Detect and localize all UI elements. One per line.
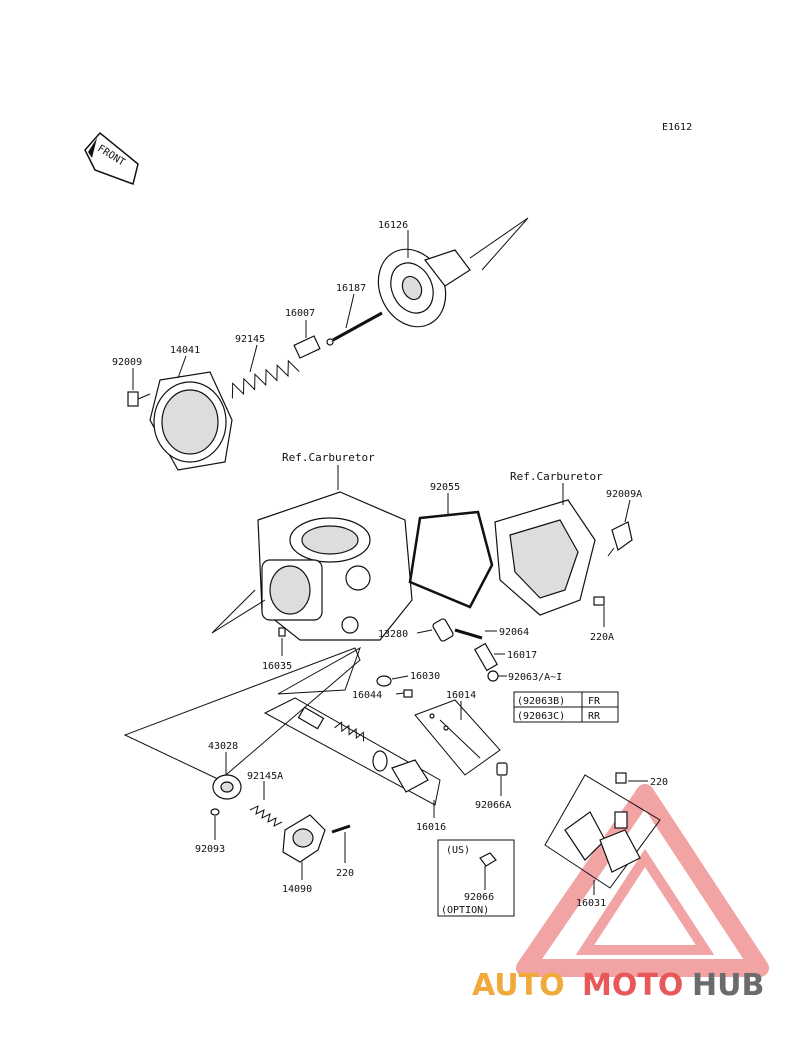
bolt-220A-icon [593,596,605,606]
label-92064: 92064 [499,627,529,638]
box-16016 [263,697,441,806]
cover-14041-icon [149,371,233,471]
label-92009A: 92009A [606,489,642,500]
option-box-bottom-label: (OPTION) [441,905,489,916]
label-220-right: 220 [650,777,668,788]
label-16017: 16017 [507,650,537,661]
label-16031: 16031 [576,898,606,909]
label-92093: 92093 [195,844,225,855]
leader-lines [132,230,648,895]
variant-row-code-1: (92063C) [517,711,565,722]
part-16035-icon [278,627,286,637]
variant-row-code-0: (92063B) [517,696,565,707]
label-92066A: 92066A [475,800,511,811]
label-220-lower: 220 [336,868,354,879]
label-14041: 14041 [170,345,200,356]
piston-16126-icon [377,217,529,328]
screw-92009A-icon [607,521,633,557]
cap-92066-icon [479,852,497,867]
watermark-triangle-icon [516,784,769,977]
screw-220-icon [331,824,351,834]
spring-92145-icon [231,359,300,399]
label-16014: 16014 [446,690,476,701]
part-13280-icon [432,618,454,642]
jet-92064-icon [454,628,483,640]
gasket-92055-icon [408,510,494,609]
label-220A: 220A [590,632,614,643]
label-92009: 92009 [112,357,142,368]
label-14090: 14090 [282,884,312,895]
label-16007: 16007 [285,308,315,319]
ref-label-carburetor-right: Ref.Carburetor [510,470,603,483]
carburetor-body-icon [211,491,413,641]
ref-label-carburetor-left: Ref.Carburetor [282,451,375,464]
holder-16007-icon [293,335,321,359]
variant-row-pos-0: FR [588,696,601,707]
label-43028: 43028 [208,741,238,752]
needle-clip-icon [326,338,334,346]
float-16031-icon [564,811,641,873]
label-16030: 16030 [410,671,440,682]
watermark-hub: HUB [692,968,764,1003]
jet-16017-icon [473,642,499,672]
spring-92145A-icon [249,805,283,827]
watermark-moto: MOTO [582,968,683,1003]
box-16031 [544,774,661,889]
label-92055: 92055 [430,482,460,493]
label-92145A: 92145A [247,771,283,782]
diagram-code: E1612 [662,122,692,133]
variant-table: (92063B) FR (92063C) RR [513,691,619,723]
label-92063: 92063/A~I [508,672,562,683]
label-16044: 16044 [352,690,382,701]
box-16014 [414,699,501,776]
part-16030-icon [376,675,392,687]
watermark-auto: AUTO [472,968,565,1003]
watermark-logo: AUTO MOTO HUB [472,968,764,1003]
cover-14090-icon [282,814,326,863]
front-arrow-icon: FRONT [84,131,139,185]
option-box-top-label: (US) [446,845,470,856]
label-16016: 16016 [416,822,446,833]
oring-92093-icon [210,808,220,816]
plunger-16016-icon [297,706,429,793]
jet-92063-icon [487,670,499,682]
float-chamber-icon [494,499,596,616]
label-92066: 92066 [464,892,494,903]
variant-row-pos-1: RR [588,711,601,722]
needle-16187-icon [332,311,383,342]
label-16187: 16187 [336,283,366,294]
label-16126: 16126 [378,220,408,231]
outline-43028 [123,647,361,781]
bolt-220-icon [615,772,627,784]
option-box [437,839,515,917]
label-16035: 16035 [262,661,292,672]
screw-92009-icon [127,391,151,407]
label-13280: 13280 [378,629,408,640]
part-16044-icon [403,689,413,698]
cap-92066A-icon [496,762,508,776]
label-92145: 92145 [235,334,265,345]
